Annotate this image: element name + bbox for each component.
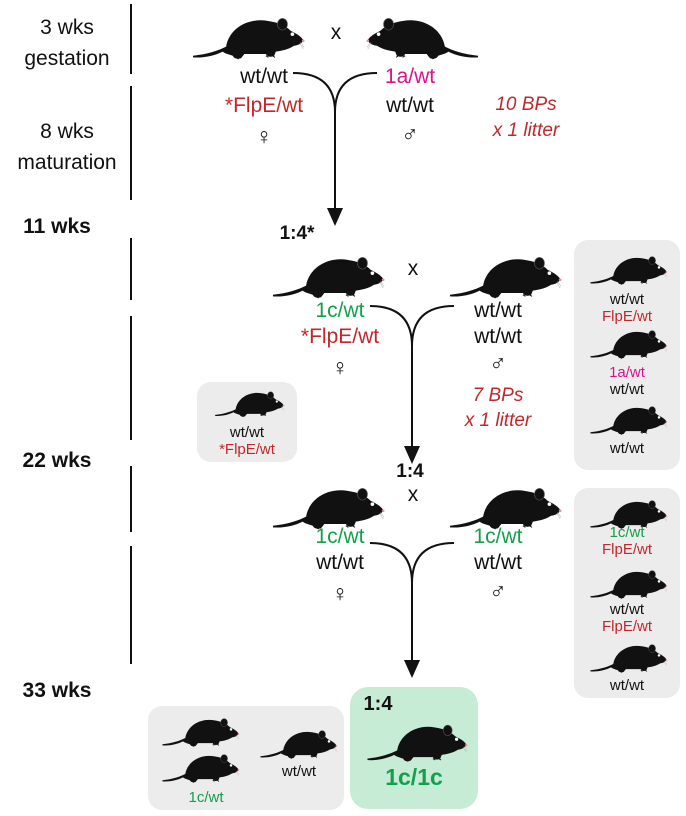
arrow-gen2-right (411, 305, 455, 347)
gen2-litter-count: x 1 litter (464, 410, 532, 431)
discard-r3-genotype-1: wt/wt (609, 440, 645, 457)
discard-r4-genotype-2: FlpE/wt (601, 541, 653, 558)
maturation-duration: 8 wks (40, 120, 94, 143)
discard-r5-genotype-1: wt/wt (609, 601, 645, 618)
mouse-discard-left (214, 391, 285, 418)
gen1-male-genotype-2: wt/wt (386, 94, 434, 117)
offspring-genotype-wt-wt: wt/wt (281, 763, 317, 780)
gen1-litter-count: x 1 litter (492, 120, 560, 141)
discard-r5-genotype-2: FlpE/wt (601, 618, 653, 635)
mouse-offspring-3 (260, 730, 338, 759)
arrow-gen3-right (411, 542, 455, 584)
gen3-male-genotype-1: 1c/wt (473, 525, 523, 548)
offspring-ratio: 1:4 (363, 693, 393, 715)
gen2-female-genotype-2: *FlpE/wt (300, 325, 380, 348)
mouse-gen1-female (192, 17, 306, 60)
week-marker-22: 22 wks (22, 449, 92, 472)
timeline-segment (130, 4, 132, 74)
discard-r1-genotype-2: FlpE/wt (601, 308, 653, 325)
discard-r1-genotype-1: wt/wt (609, 291, 645, 308)
gen2-female-symbol: ♀ (331, 354, 349, 380)
mouse-offspring-2 (162, 754, 240, 783)
mouse-gen3-male (449, 487, 563, 530)
discard-left-genotype-2: *FlpE/wt (219, 441, 275, 458)
gen1-breeding-pairs: 10 BPs (495, 94, 557, 115)
gen3-female-genotype-1: 1c/wt (315, 525, 365, 548)
offspring-genotype-1c-wt: 1c/wt (188, 789, 224, 806)
timeline-segment (130, 238, 132, 300)
gen2-ratio: 1:4* (279, 223, 315, 244)
mouse-gen3-female (272, 487, 386, 530)
week-marker-11: 11 wks (23, 215, 91, 238)
cross-symbol-gen2: x (407, 257, 419, 280)
gen1-female-genotype-1: wt/wt (240, 65, 288, 88)
gestation-label: gestation (24, 47, 110, 70)
gen2-male-genotype-1: wt/wt (474, 299, 522, 322)
timeline-segment (130, 466, 132, 532)
week-marker-33: 33 wks (22, 679, 92, 702)
timeline-segment (130, 546, 132, 664)
discard-r6-genotype-1: wt/wt (609, 677, 645, 694)
discard-left-genotype-1: wt/wt (229, 424, 265, 441)
gen1-male-genotype-1: 1a/wt (384, 65, 436, 88)
mouse-discard-r3 (590, 406, 668, 435)
gen3-male-symbol: ♂ (489, 578, 507, 604)
gen2-male-genotype-2: wt/wt (474, 325, 522, 348)
gen1-female-symbol: ♀ (255, 123, 273, 149)
mouse-discard-r5 (590, 570, 668, 599)
mouse-discard-r2 (590, 330, 668, 359)
discard-r2-genotype-2: wt/wt (609, 381, 645, 398)
discard-r4-genotype-1: 1c/wt (609, 524, 645, 541)
gen1-female-genotype-2: *FlpE/wt (224, 94, 304, 117)
gen3-female-symbol: ♀ (331, 580, 349, 606)
gen2-female-genotype-1: 1c/wt (315, 299, 365, 322)
timeline-segment (130, 316, 132, 440)
mouse-discard-r1 (590, 256, 668, 285)
maturation-label: maturation (17, 151, 117, 174)
gen3-male-genotype-2: wt/wt (474, 551, 522, 574)
gen3-ratio: 1:4 (396, 461, 424, 482)
gen3-female-genotype-2: wt/wt (316, 551, 364, 574)
timeline-segment (130, 86, 132, 200)
discard-r2-genotype-1: 1a/wt (609, 364, 645, 381)
gen2-breeding-pairs: 7 BPs (472, 385, 524, 406)
gen2-male-symbol: ♂ (489, 350, 507, 376)
cross-symbol-gen3: x (407, 483, 419, 506)
mouse-gen1-male (365, 17, 479, 60)
mouse-target (366, 724, 468, 763)
gen1-male-symbol: ♂ (401, 121, 419, 147)
cross-symbol-gen1: x (330, 21, 342, 44)
discard-box-offspring (148, 706, 344, 810)
target-genotype: 1c/1c (385, 764, 443, 790)
mouse-gen2-female (272, 256, 386, 299)
gestation-duration: 3 wks (40, 16, 94, 39)
arrow-gen1-right (334, 72, 378, 113)
mouse-offspring-1 (162, 718, 240, 747)
mouse-discard-r6 (590, 644, 668, 673)
mouse-gen2-male (449, 256, 563, 299)
